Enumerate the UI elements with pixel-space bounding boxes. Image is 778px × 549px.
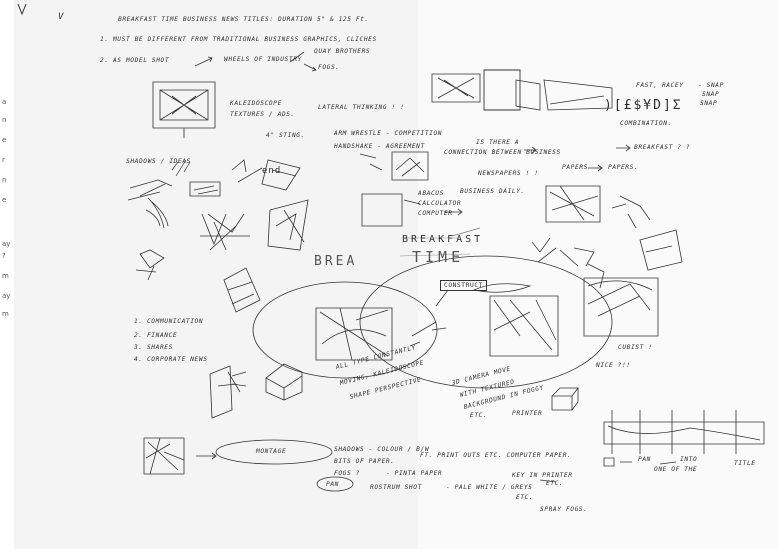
note-rostrum: ROSTRUM SHOT (370, 484, 422, 491)
note-fogs-top: FOGS. (318, 64, 340, 71)
note-brea-partial: BREA (314, 254, 358, 269)
edge-char: m (2, 310, 9, 318)
note-fogs-mid: FOGS ? (334, 470, 360, 477)
note-etc-3: ETC. (516, 494, 534, 501)
note-breakfast-question: BREAKFAST ? ? (634, 144, 691, 151)
note-wheels: WHEELS OF INDUSTRY (224, 56, 302, 63)
note-business-daily: BUSINESS DAILY. (460, 188, 525, 195)
kaleidoscope-sketch (153, 82, 215, 138)
note-newspapers: NEWSPAPERS ! ! (478, 170, 539, 177)
note-handshake: HANDSHAKE - AGREEMENT (334, 143, 425, 150)
note-connection: CONNECTION BETWEEN BUSINESS (444, 149, 561, 156)
right-sketch-sheet (418, 0, 778, 549)
note-snap-3: SNAP (700, 100, 718, 107)
note-shadows-ideas: SHADOWS / IDEAS (126, 158, 191, 165)
note-sting: 4" STING. (266, 132, 305, 139)
note-etc: ETC. (470, 412, 488, 419)
note-quay-brothers: QUAY BROTHERS (314, 48, 371, 55)
edge-char: e (2, 196, 7, 204)
edge-char: n (2, 116, 7, 124)
note-montage: MONTAGE (256, 448, 287, 455)
left-sketch-sheet (14, 0, 424, 549)
note-computer: COMPUTER (418, 210, 453, 217)
note-end-mark: end (262, 166, 282, 176)
note-pale-white: - PALE WHITE / GREYS (446, 484, 533, 491)
note-pan: PAN (326, 481, 339, 488)
edge-char: n (2, 176, 7, 184)
note-pinta: - PINTA PAPER (386, 470, 443, 477)
edge-char: m (2, 272, 9, 280)
left-page-edge: a n e r n e ay ? m ay m (0, 0, 14, 549)
edge-char: ? (2, 252, 6, 260)
note-one-of: ONE OF THE (654, 466, 698, 473)
note-breakfast-big: BREAKFAST (402, 234, 484, 245)
note-shadows-colour: SHADOWS - COLOUR / B/W (334, 446, 430, 453)
note-nice: NICE ?!! (596, 362, 631, 369)
note-time-big: TIME (412, 248, 465, 266)
note-print-outs: FT. PRINT OUTS ETC. COMPUTER PAPER. (420, 452, 572, 459)
note-key-in-printer: KEY IN PRINTER (512, 472, 573, 479)
note-arm-wrestle: ARM WRESTLE - COMPETITION (334, 130, 443, 137)
note-printer: PRINTER (512, 410, 543, 417)
note-papers-arrow: PAPERS (562, 164, 588, 171)
edge-char: ay (2, 240, 11, 248)
note-snap-2: SNAP (702, 91, 720, 98)
note-papers-result: PAPERS. (608, 164, 639, 171)
note-title-word: TITLE (734, 460, 756, 467)
note-etc-2: ETC. (546, 480, 564, 487)
edge-char: e (2, 136, 7, 144)
note-item-1: 1. MUST BE DIFFERENT FROM TRADITIONAL BU… (100, 36, 377, 43)
note-cubist: CUBIST ! (618, 344, 653, 351)
note-communication: 1. COMMUNICATION (134, 318, 204, 325)
currency-symbols: )[£$¥D]Σ (604, 98, 683, 113)
note-fast-racey: FAST, RACEY (636, 82, 684, 89)
note-textures: TEXTURES / ADS. (230, 111, 295, 118)
note-snap-1: - SNAP (698, 82, 724, 89)
note-lateral: LATERAL THINKING ! ! (318, 104, 405, 111)
note-abacus: ABACUS (418, 190, 444, 197)
edge-char: ay (2, 292, 11, 300)
note-combination: COMBINATION. (620, 120, 672, 127)
note-corporate: 4. CORPORATE NEWS (134, 356, 208, 363)
note-pan-right: PAN (638, 456, 651, 463)
note-item-2: 2. AS MODEL SHOT (100, 57, 170, 64)
note-into: INTO (680, 456, 698, 463)
note-bits-of-paper: BITS OF PAPER. (334, 458, 395, 465)
note-shares: 3. SHARES (134, 344, 173, 351)
note-calculator: CALCULATOR (418, 200, 462, 207)
note-construct: CONSTRUCT (440, 280, 487, 291)
note-spray-fogs: SPRAY FOGS. (540, 506, 588, 513)
title-line: BREAKFAST TIME BUSINESS NEWS TITLES: DUR… (118, 16, 369, 23)
note-finance: 2. FINANCE (134, 332, 178, 339)
note-kaleidoscope: KALEIDOSCOPE (230, 100, 282, 107)
edge-char: a (2, 98, 7, 106)
page-corner-mark: V (58, 12, 65, 22)
note-is-there: IS THERE A (476, 139, 520, 146)
edge-char: r (2, 156, 5, 164)
